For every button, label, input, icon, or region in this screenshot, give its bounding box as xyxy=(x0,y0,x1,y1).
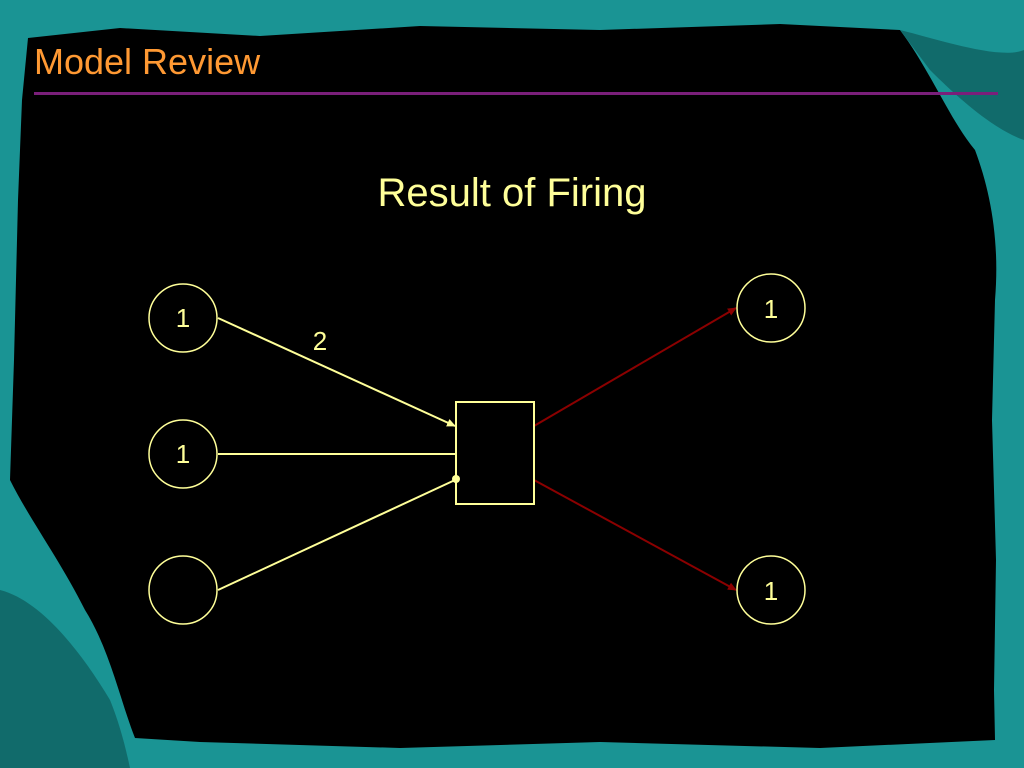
title-divider xyxy=(34,92,998,95)
output-arc-top xyxy=(533,307,737,427)
input-arc-weighted xyxy=(217,317,456,427)
inhibitor-arc xyxy=(217,479,456,591)
input-place-3 xyxy=(148,555,218,625)
diagram-heading: Result of Firing xyxy=(377,171,647,215)
output-place-2-label: 1 xyxy=(764,576,778,606)
input-place-2-label: 1 xyxy=(176,439,190,469)
input-place-2: 1 xyxy=(148,419,218,489)
output-place-1-label: 1 xyxy=(764,294,778,324)
output-place-1: 1 xyxy=(736,273,806,343)
input-place-1: 1 xyxy=(148,283,218,353)
slide-title: Model Review xyxy=(34,41,261,82)
arc-weight-label: 2 xyxy=(313,326,327,356)
transition-box xyxy=(455,401,535,505)
input-place-1-label: 1 xyxy=(176,303,190,333)
output-arc-bottom xyxy=(533,479,737,591)
output-place-2: 1 xyxy=(736,555,806,625)
